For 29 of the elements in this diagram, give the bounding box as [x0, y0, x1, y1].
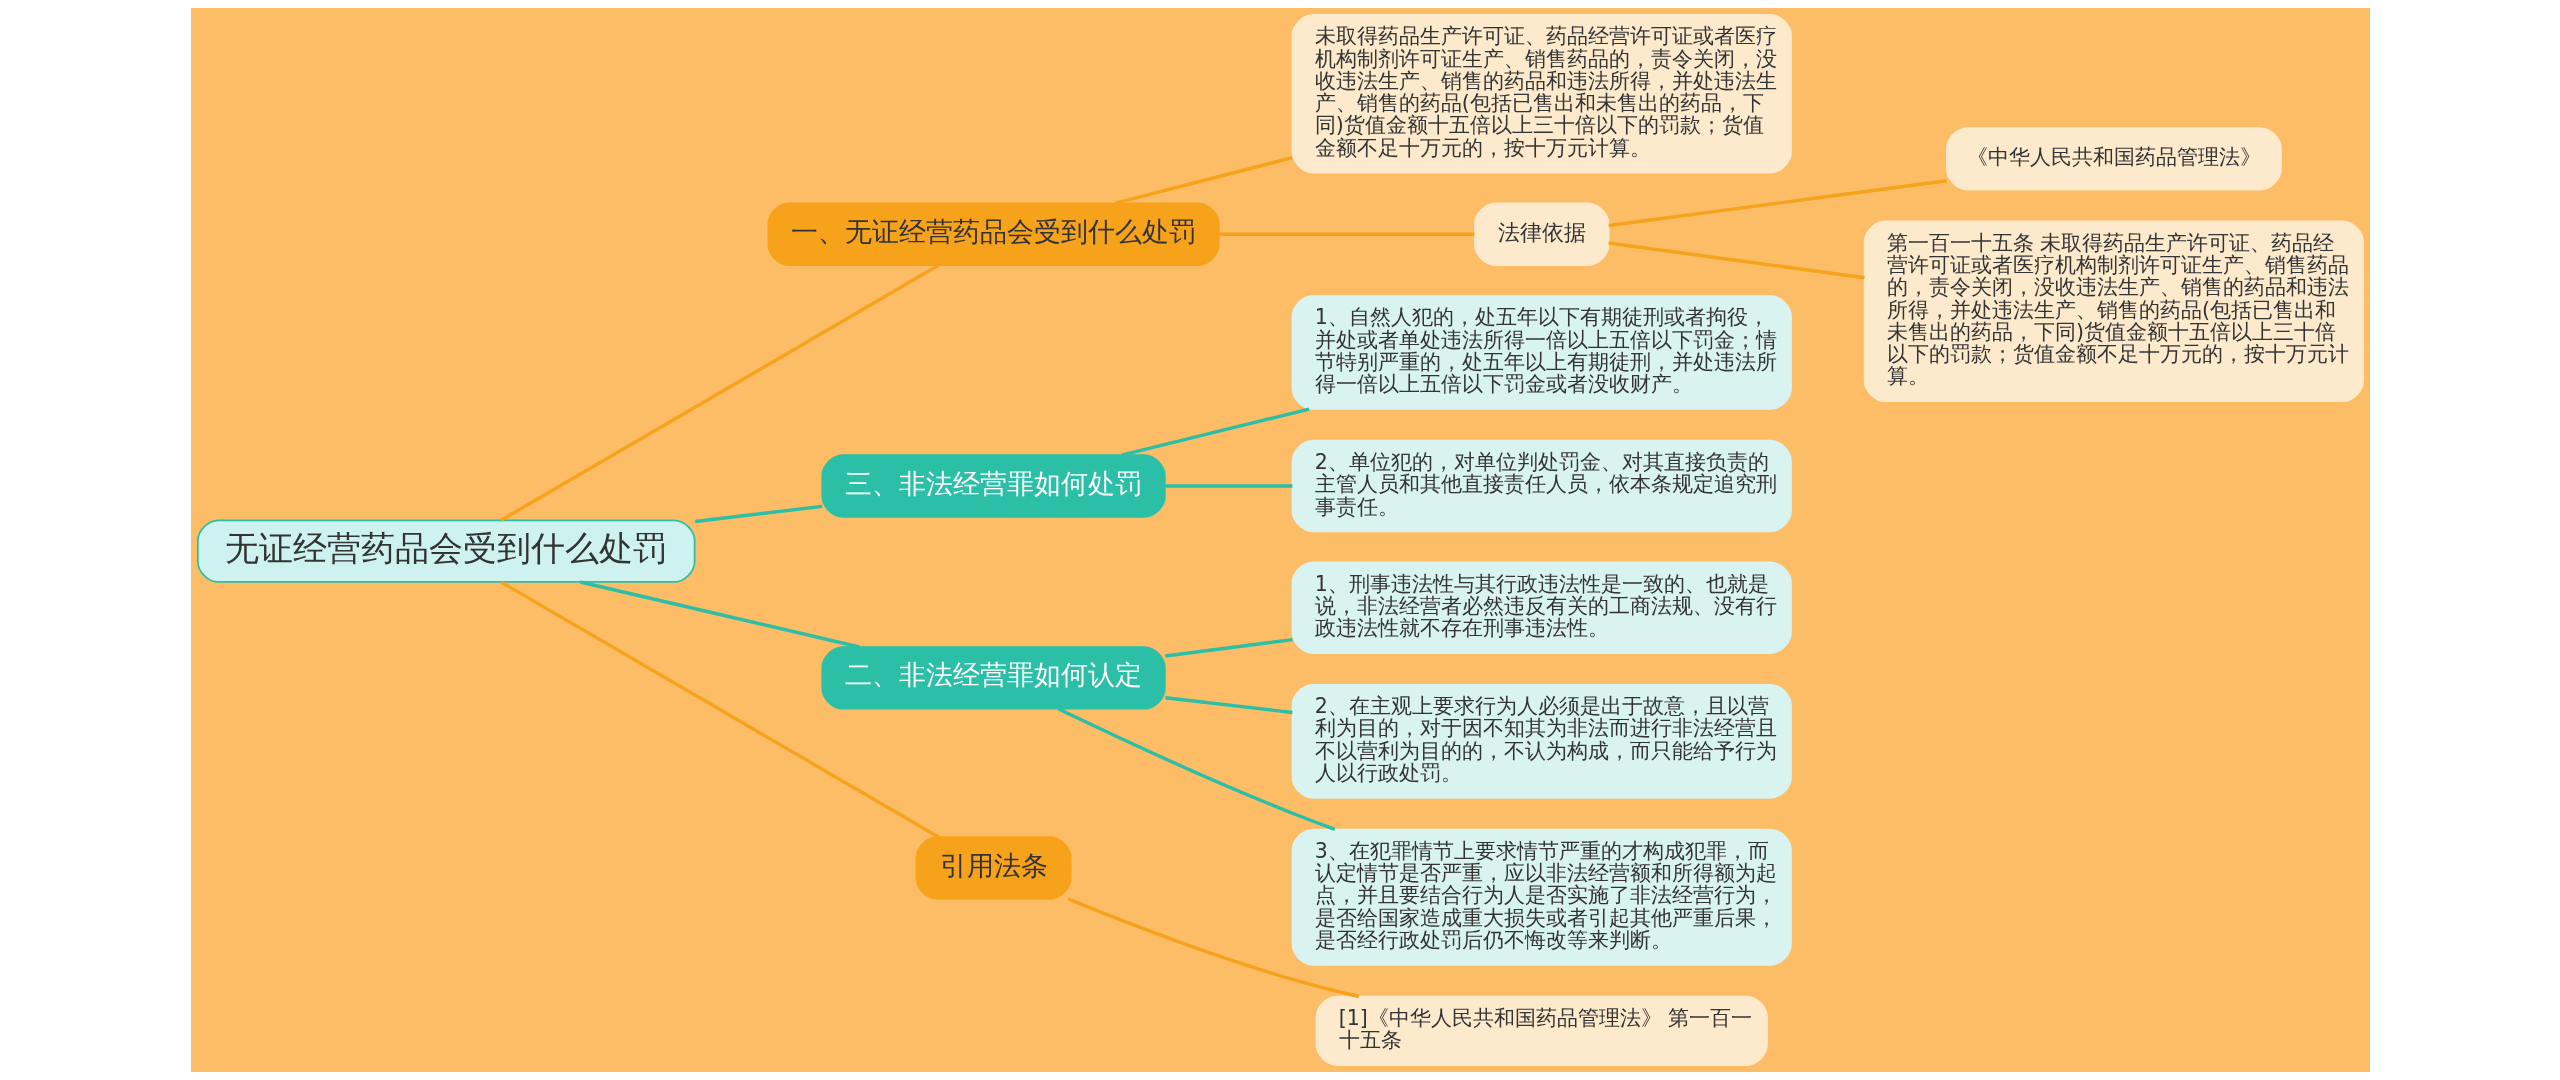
connector [694, 504, 822, 524]
node-box: 1、自然人犯的，处五年以下有期徒刑或者拘役，并处或者单处违法所得一倍以上五倍以下罚金；情节特别严重的，处五年以上有期徒刑，并处违法所得一倍以上五倍以下罚金或者没收财产。 [1291, 295, 1792, 410]
connector [499, 263, 939, 522]
connector [1057, 707, 1335, 831]
node-box: 3、在犯罪情节上要求情节严重的才构成犯罪，而认定情节是否严重，应以非法经营额和所得额为起点，并且要结合行为人是否实施了非法经营行为，是否给国家造成重大损失或者引起其他严重后果，是否经行政处罚后仍不悔改等来判断。 [1291, 828, 1792, 966]
connector [1607, 179, 1947, 228]
node-box: 未取得药品生产许可证、药品经营许可证或者医疗机构制剂许可证生产、销售药品的，责令关闭，没收违法生产、销售的药品和违法所得，并处违法生产、销售的药品(包括已售出和未售出的药品，下同)货值金额十五倍以上三十倍以下的罚款；货值金额不足十万元的，按十万元计算。 [1291, 14, 1792, 174]
node-box: 1、刑事违法性与其行政违法性是一致的、也就是说，非法经营者必然违反有关的工商法规、没有行政违法性就不存在刑事违法性。 [1291, 561, 1792, 654]
node-box: 引用法条 [915, 836, 1071, 900]
connector [1607, 241, 1865, 280]
connector [1164, 696, 1293, 715]
connector [499, 580, 939, 839]
node-box: 法律依据 [1473, 202, 1609, 266]
connector [1066, 897, 1359, 999]
connector [579, 580, 860, 649]
node-box: 一、无证经营药品会受到什么处罚 [766, 202, 1220, 266]
connector [1218, 232, 1475, 236]
connector [1164, 637, 1293, 658]
connector [1120, 407, 1309, 457]
node-box: 二、非法经营罪如何认定 [820, 646, 1166, 710]
node-box: 《中华人民共和国药品管理法》 [1945, 127, 2282, 191]
connector [1164, 484, 1292, 488]
connector [1114, 156, 1293, 205]
node-box: 三、非法经营罪如何处罚 [820, 454, 1166, 518]
node-box: 第一百一十五条 未取得药品生产许可证、药品经营许可证或者医疗机构制剂许可证生产、销售药品的，责令关闭，没收违法生产、销售的药品和违法所得，并处违法生产、销售的药品(包括已售出和未售出的药品，下同)货值金额十五倍以上三十倍以下的罚款；货值金额不足十万元的，按十万元计算。 [1863, 220, 2364, 403]
node-box: 2、单位犯的，对单位判处罚金、对其直接负责的主管人员和其他直接责任人员，依本条规定追究刑事责任。 [1291, 439, 1792, 533]
node-box: 无证经营药品会受到什么处罚 [196, 519, 695, 583]
node-box: [1]《中华人民共和国药品管理法》 第一百一十五条 [1315, 995, 1768, 1066]
node-box: 2、在主观上要求行为人必须是出于故意，且以营利为目的，对于因不知其为非法而进行非法经营且不以营利为目的的，不认为构成，而只能给予行为人以行政处罚。 [1291, 683, 1792, 799]
